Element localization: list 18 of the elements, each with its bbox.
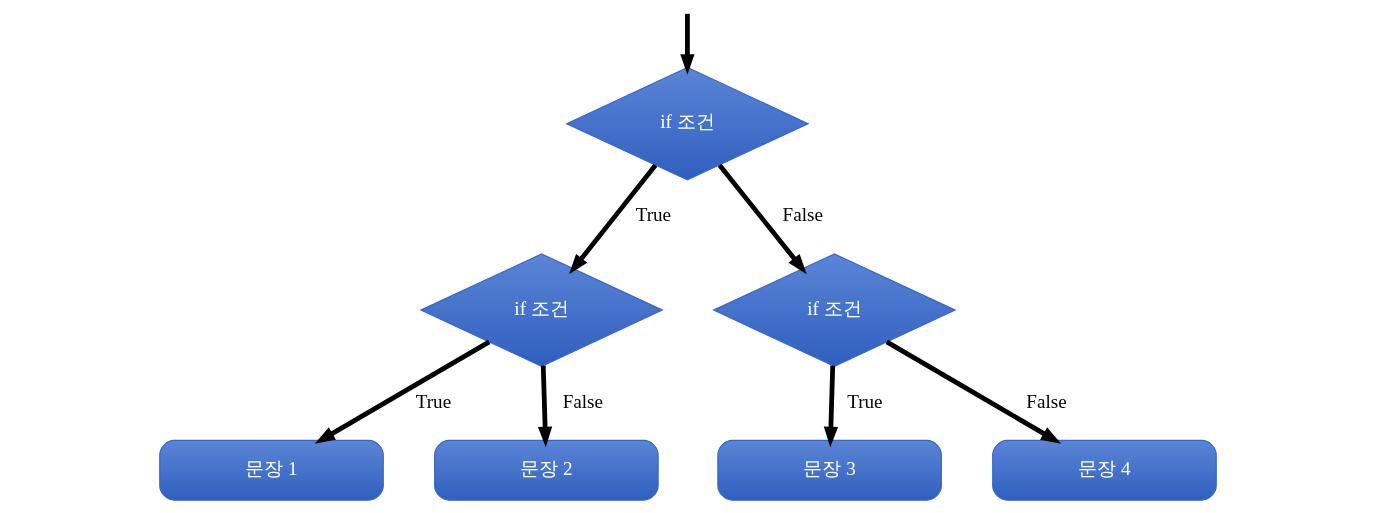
edge-label: True — [846, 390, 883, 412]
arrow — [717, 163, 807, 275]
arrow — [823, 365, 838, 448]
node-diamond: if 조건 — [564, 66, 810, 181]
arrow — [314, 339, 490, 444]
arrow — [568, 163, 657, 275]
arrow — [679, 13, 695, 75]
edge-label: True — [415, 390, 451, 412]
edge-label: False — [562, 390, 603, 412]
edge-label: False — [782, 204, 823, 226]
arrow — [537, 365, 552, 448]
node-box: 문장 2 — [433, 439, 659, 501]
edge-label: False — [1025, 390, 1067, 412]
node-box: 문장 1 — [158, 439, 384, 501]
edge-label: True — [635, 204, 671, 226]
node-box: 문장 3 — [716, 439, 942, 501]
node-box: 문장 4 — [991, 439, 1217, 501]
arrow — [885, 339, 1061, 444]
